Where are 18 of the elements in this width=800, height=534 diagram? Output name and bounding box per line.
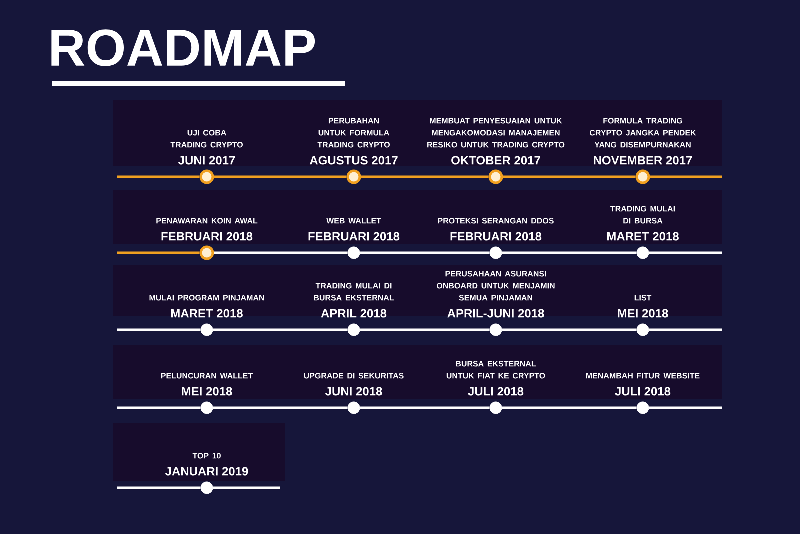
milestone-label: TOP 10 JANUARI 2019: [166, 453, 248, 476]
title: ROADMAP: [52, 30, 316, 66]
milestone-label: PROTEKSI SERANGAN DDOS FEBRUARI 2018: [438, 218, 554, 241]
milestone-label: BURSA EKSTERNAL UNTUK FIAT KE CRYPTO JULI 2018: [446, 361, 546, 396]
milestone-label: PERUBAHAN UNTUK FORMULA TRADING CRYPTO AGUSTUS 2017: [310, 118, 398, 165]
milestone-label: TRADING MULAI DI BURSA EKSTERNAL APRIL 2018: [314, 283, 394, 318]
milestone-label: MULAI PROGRAM PINJAMAN MARET 2018: [150, 295, 264, 318]
milestone-label: WEB WALLET FEBRUARI 2018: [308, 218, 400, 241]
milestone-label: MENAMBAH FITUR WEBSITE JULI 2018: [586, 373, 700, 396]
milestone-label: MEMBUAT PENYESUAIAN UNTUK MENGAKOMODASI MANAJEMEN RESIKO UNTUK TRADING CRYPTO OKTOBER 2017: [428, 118, 565, 165]
milestone-label: LIST MEI 2018: [618, 295, 668, 318]
milestone-label: UPGRADE DI SEKURITAS JUNI 2018: [304, 373, 404, 396]
milestone-label: TRADING MULAI DI BURSA MARET 2018: [607, 206, 679, 241]
milestone-label: PELUNCURAN WALLET MEI 2018: [161, 373, 254, 396]
milestone-label: PERUSAHAAN ASURANSI ONBOARD UNTUK MENJAMIN SEMUA PINJAMAN APRIL-JUNI 2018: [437, 271, 555, 318]
milestone-label: PENAWARAN KOIN AWAL FEBRUARI 2018: [156, 218, 258, 241]
milestone-label: FORMULA TRADING CRYPTO JANGKA PENDEK YANG DISEMPURNAKAN NOVEMBER 2017: [590, 118, 696, 165]
milestone-label: UJI COBA TRADING CRYPTO JUNI 2017: [170, 130, 243, 165]
